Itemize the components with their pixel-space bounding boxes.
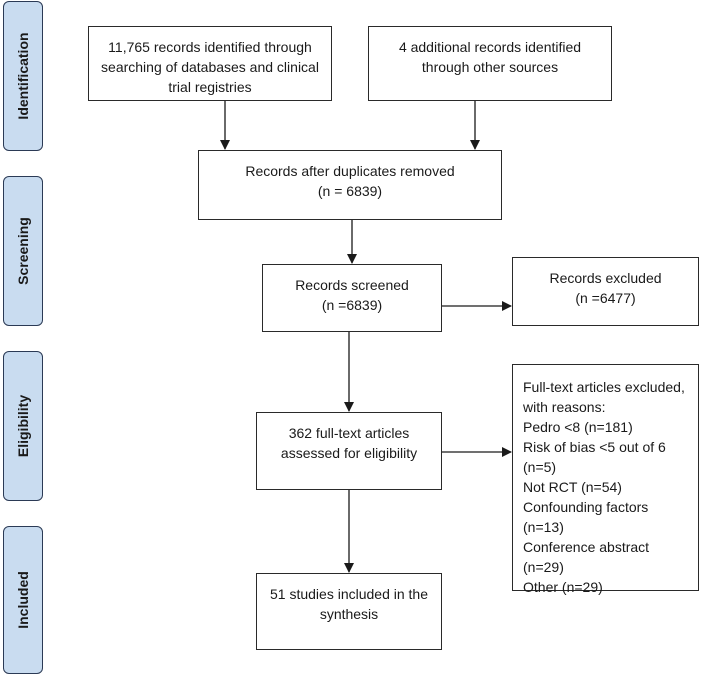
exclusion-reason: Confounding factors (n=13) <box>523 499 649 535</box>
studies-included-text: 51 studies included in the synthesis <box>270 586 428 622</box>
stage-eligibility: Eligibility <box>3 351 43 501</box>
records-identified-other-box: 4 additional records identified through … <box>368 26 612 101</box>
exclusion-reasons-list: Pedro <8 (n=181) Risk of bias <5 out of … <box>523 417 688 597</box>
records-identified-other-text: 4 additional records identified through … <box>398 39 582 75</box>
fulltext-assessed-box: 362 full-text articles assessed for elig… <box>256 412 442 490</box>
fulltext-excluded-box: Full-text articles excluded, with reason… <box>512 364 699 595</box>
duplicates-removed-text: Records after duplicates removed (n = 68… <box>245 163 455 199</box>
exclusion-reason: Not RCT (n=54) <box>523 479 622 495</box>
fulltext-excluded-heading: Full-text articles excluded, with reason… <box>523 379 685 415</box>
exclusion-reason: Other (n=29) <box>523 579 603 595</box>
stage-screening: Screening <box>3 176 43 326</box>
duplicates-removed-box: Records after duplicates removed (n = 68… <box>198 150 502 220</box>
records-identified-databases-text: 11,765 records identified through search… <box>101 39 319 95</box>
stage-included: Included <box>3 526 43 674</box>
records-excluded-box: Records excluded (n =6477) <box>512 257 699 326</box>
records-excluded-text: Records excluded (n =6477) <box>549 270 662 306</box>
records-screened-text: Records screened (n =6839) <box>295 277 409 313</box>
fulltext-excluded-content: Full-text articles excluded, with reason… <box>523 377 688 597</box>
exclusion-reason: Risk of bias <5 out of 6 (n=5) <box>523 439 666 475</box>
studies-included-box: 51 studies included in the synthesis <box>256 573 442 650</box>
exclusion-reason: Pedro <8 (n=181) <box>523 419 633 435</box>
records-identified-databases-box: 11,765 records identified through search… <box>88 26 332 101</box>
stage-identification: Identification <box>3 1 43 151</box>
fulltext-assessed-text: 362 full-text articles assessed for elig… <box>280 425 418 461</box>
exclusion-reason: Conference abstract (n=29) <box>523 539 650 575</box>
records-screened-box: Records screened (n =6839) <box>262 264 442 332</box>
